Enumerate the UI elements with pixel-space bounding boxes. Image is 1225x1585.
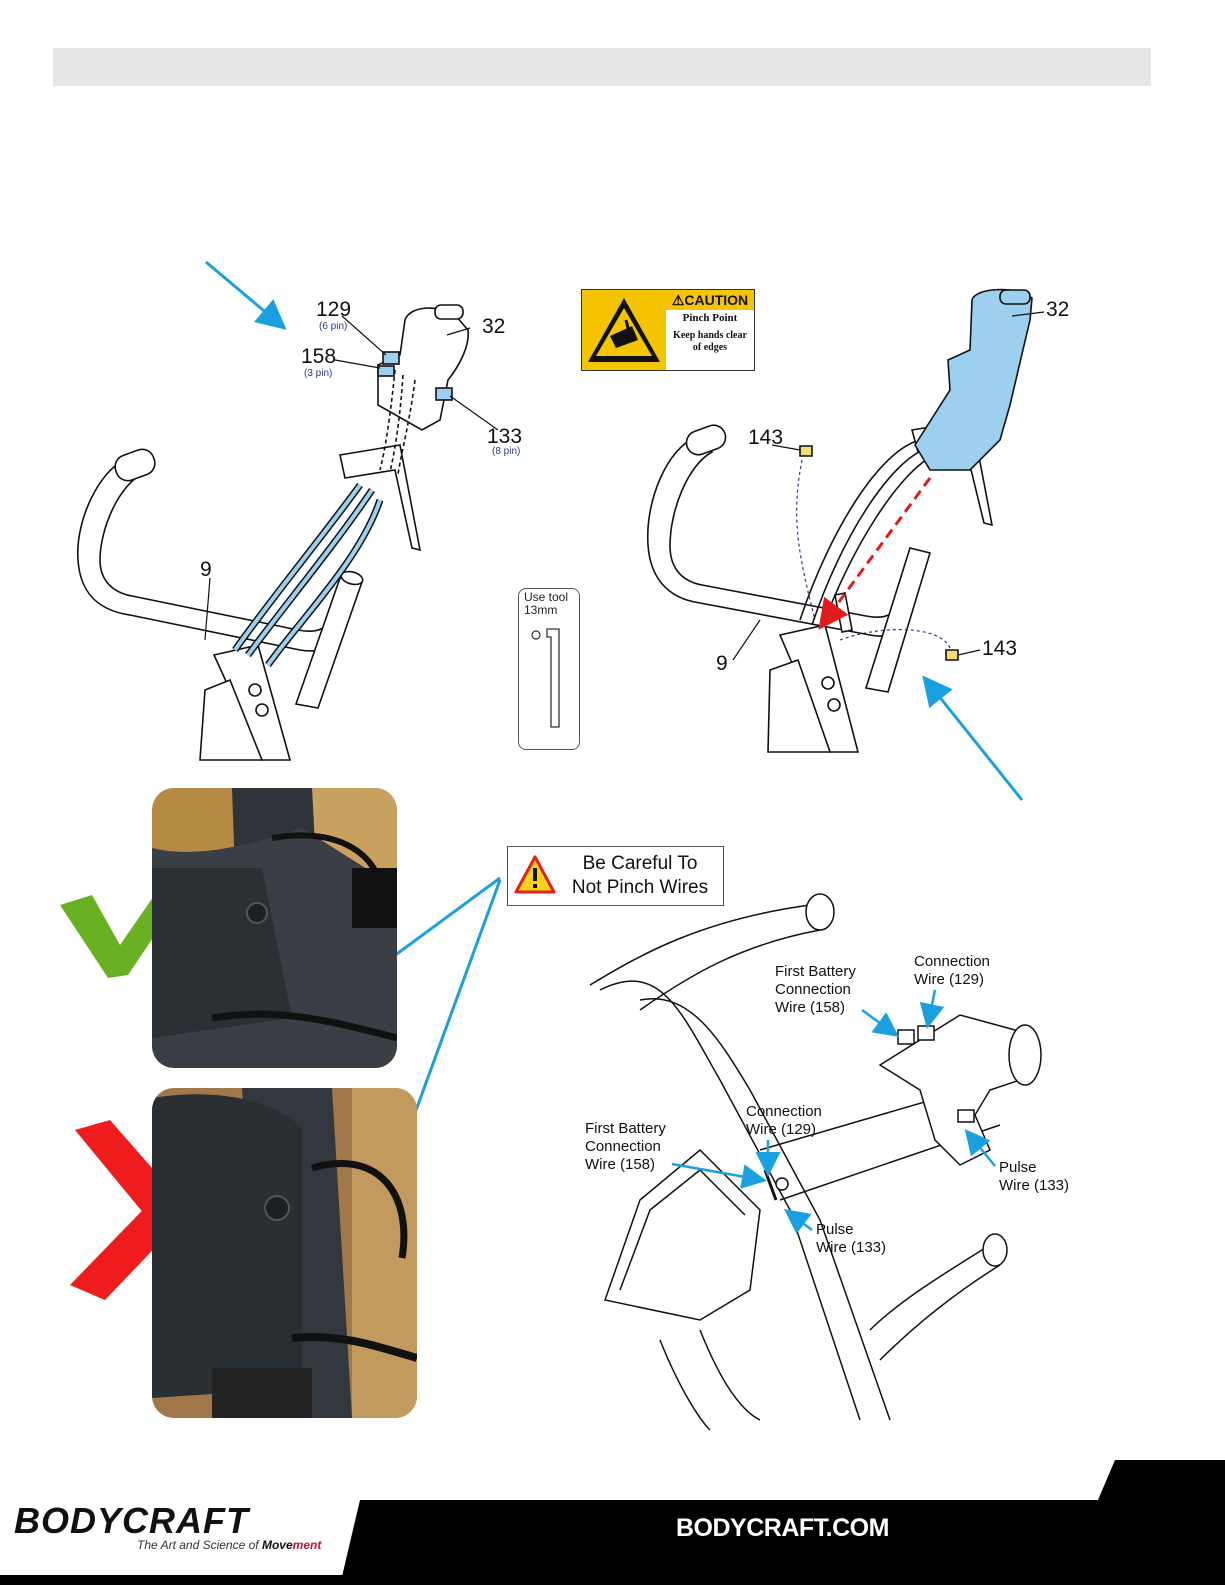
caution-text: Pinch Point Keep hands clear of edges [673,312,747,353]
brand-tagline: The Art and Science of Movement [137,1538,322,1552]
label-pulse-right: Pulse Wire (133) [999,1159,1070,1194]
label-129-pin: (6 pin) [319,321,348,332]
tool-indicator: Use tool 13mm [518,588,580,750]
label-first-battery-upper: First Battery Connection Wire (158) [775,963,856,1016]
blue-arrow-top-right [922,675,1024,801]
label-133: 133 [487,425,523,448]
header-bar [53,48,1151,86]
assembly-diagrams [60,260,1045,1431]
label-158-pin: (3 pin) [304,368,333,379]
caution-label: ⚠CAUTION Pinch Point Keep hands clear of… [581,289,755,371]
label-143-lower: 143 [982,637,1018,660]
warning-triangle-icon [514,855,556,894]
footer-band [0,1460,1225,1585]
website-link[interactable]: BODYCRAFT.COM [676,1514,889,1542]
label-143-upper: 143 [748,426,784,449]
wire-callout-arrows [671,989,996,1234]
label-158: 158 [301,345,337,368]
label-9-left: 9 [200,558,212,581]
label-32-left: 32 [482,315,506,338]
photo-correct-routing [152,788,397,1068]
red-dashed-arrow [818,477,932,630]
pinch-warning-icon [582,290,666,370]
label-9-right: 9 [716,652,728,675]
allen-key-icon [531,628,560,728]
caution-header: ⚠CAUTION [666,290,754,310]
brand-logo: BODYCRAFT [14,1500,249,1541]
diagram-handlebar-left [77,304,499,761]
label-129: 129 [316,298,352,321]
label-connection-lower: Connection Wire (129) [746,1103,822,1138]
pinch-wires-warning: Be Careful To Not Pinch Wires [507,846,724,906]
diagram-handlebar-right [646,288,1045,753]
label-pulse-lower: Pulse Wire (133) [816,1221,887,1256]
label-32-right: 32 [1046,298,1070,321]
photo-incorrect-routing [152,1088,417,1418]
check-mark-icon [60,822,212,978]
label-133-pin: (8 pin) [492,446,521,457]
label-first-battery-lower: First Battery Connection Wire (158) [585,1120,666,1173]
label-connection-upper: Connection Wire (129) [914,953,990,988]
blue-arrow-top-left [205,260,287,330]
diagram-wire-connections [589,893,1042,1431]
